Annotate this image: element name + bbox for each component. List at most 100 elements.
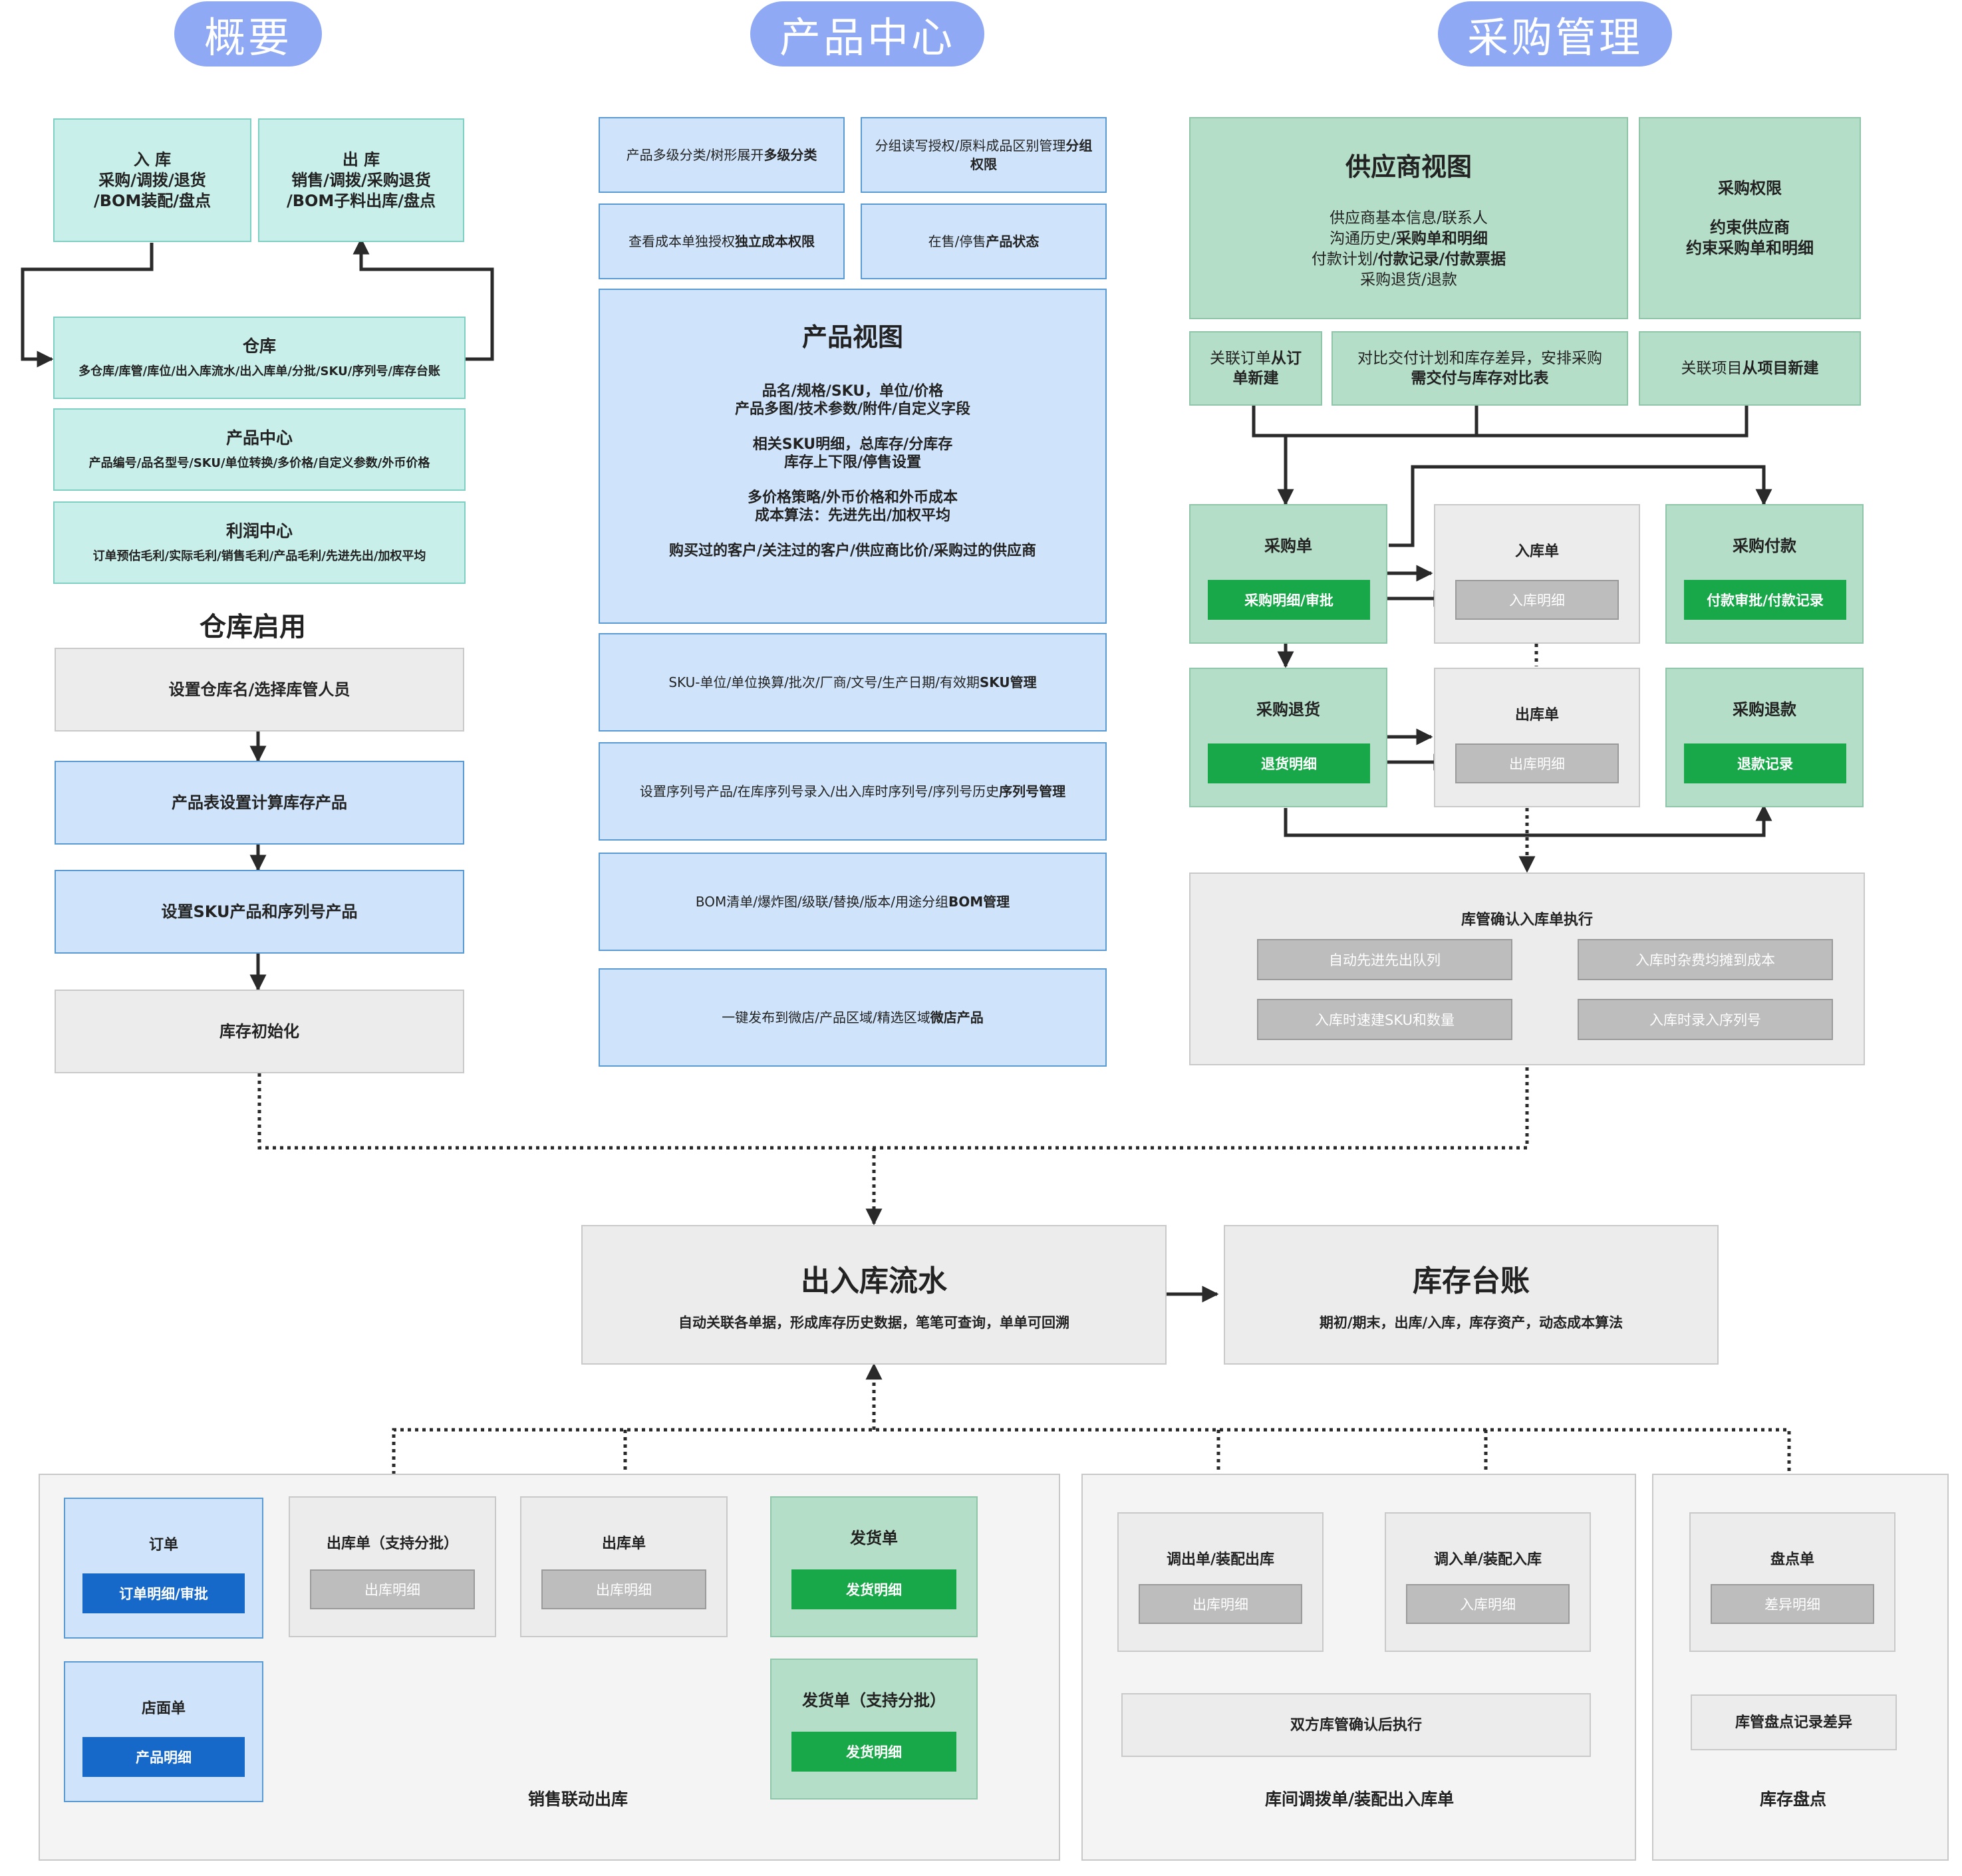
pc-f3-bold: 独立成本权限 — [735, 233, 815, 249]
overview-warehouse-box: 仓库 多仓库/库管/库位/出入库流水/出入库单/分批/SKU/序列号/库存台账 — [53, 317, 466, 399]
stocktake-sheet-card: 盘点单 — [1689, 1512, 1895, 1652]
pv-g1b: 产品多图/技术参数/附件/自定义字段 — [734, 401, 971, 418]
inbound-detail-button[interactable]: 入库明细 — [1455, 580, 1619, 620]
ledger-desc: 期初/期末，出库/入库，库存资产，动态成本算法 — [1319, 1314, 1623, 1331]
outbound-batch-card: 出库单（支持分批） — [289, 1496, 496, 1637]
pc-wechat-text: 一键发布到微店/产品区域/精选区域 — [722, 1009, 930, 1025]
flow-desc: 自动关联各单据，形成库存历史数据，笔笔可查询，单单可回溯 — [678, 1314, 1069, 1331]
outbound-line2: 销售/调拨/采购退货 — [291, 170, 431, 190]
purchase-refund-card: 采购退款 — [1665, 668, 1864, 807]
outbound-line3: /BOM子料出库/盘点 — [286, 191, 436, 210]
shipping-batch-title: 发货单（支持分批） — [802, 1691, 946, 1710]
header-product-center: 产品中心 — [750, 1, 984, 67]
inout-flow-box: 出入库流水 自动关联各单据，形成库存历史数据，笔笔可查询，单单可回溯 — [581, 1225, 1167, 1365]
overview-inbound-box: 入 库 采购/调拨/退货 /BOM装配/盘点 — [53, 118, 251, 242]
return-detail-button[interactable]: 退货明细 — [1208, 743, 1370, 783]
inbound-order-title: 入库单 — [1514, 543, 1559, 560]
enable-step-2: 产品表设置计算库存产品 — [55, 761, 464, 845]
supplier-view: 供应商视图 供应商基本信息/联系人 沟通历史/采购单和明细 付款计划/付款记录/… — [1189, 117, 1628, 319]
outbound-batch-title: 出库单（支持分批） — [326, 1536, 458, 1552]
pv-g3a: 多价格策略/外币价格和外币成本 — [747, 489, 958, 506]
purchase-order-title: 采购单 — [1264, 537, 1312, 555]
profit-desc: 订单预估毛利/实际毛利/销售毛利/产品毛利/先进先出/加权平均 — [92, 549, 426, 563]
purchase-detail-approve-button[interactable]: 采购明细/审批 — [1208, 580, 1370, 620]
enable-step-3-label: 设置SKU产品和序列号产品 — [161, 902, 358, 921]
purchase-return-title: 采购退货 — [1256, 700, 1320, 719]
enable-step-4-label: 库存初始化 — [219, 1021, 299, 1041]
purchase-order-card: 采购单 — [1189, 504, 1387, 644]
link-project-pre: 关联项目 — [1681, 360, 1743, 377]
order-title: 订单 — [148, 1537, 178, 1553]
pc-multilevel-category: 产品多级分类/树形展开多级分类 — [599, 117, 845, 193]
product-view-title: 产品视图 — [801, 323, 903, 352]
supplier-line1: 供应商基本信息/联系人 — [1330, 209, 1488, 227]
pc-bom-bold: BOM管理 — [948, 894, 1010, 910]
pc-bom-management: BOM清单/爆炸图/级联/替换/版本/用途分组BOM管理 — [599, 853, 1107, 951]
shipping-batch-detail-button[interactable]: 发货明细 — [791, 1732, 956, 1772]
pc-sku-text: SKU-单位/单位换算/批次/厂商/文号/生产日期/有效期 — [668, 674, 980, 690]
supplier-line3-bold: 付款记录/付款票据 — [1377, 250, 1506, 268]
serial-entry-button[interactable]: 入库时录入序列号 — [1578, 999, 1833, 1040]
fifo-queue-button[interactable]: 自动先进先出队列 — [1257, 939, 1512, 980]
pc-cost-permission: 查看成本单独授权独立成本权限 — [599, 203, 845, 279]
difference-detail-button[interactable]: 差异明细 — [1711, 1584, 1874, 1624]
store-order-title: 店面单 — [141, 1700, 186, 1717]
link-order-pre: 关联订单 — [1210, 350, 1271, 367]
pc-f3-text: 查看成本单独授权 — [629, 233, 735, 249]
refund-record-button[interactable]: 退款记录 — [1684, 743, 1846, 783]
sales-outbound-card: 出库单 — [520, 1496, 728, 1637]
transfer-out-card: 调出单/装配出库 — [1117, 1512, 1324, 1652]
order-card: 订单 — [64, 1498, 263, 1639]
pv-g1a: 品名/规格/SKU，单位/价格 — [762, 383, 944, 400]
purchase-permission: 采购权限 约束供应商 约束采购单和明细 — [1639, 117, 1861, 319]
transfer-out-detail-button[interactable]: 出库明细 — [1139, 1584, 1302, 1624]
supplier-line2-bold: 采购单和明细 — [1395, 229, 1488, 247]
permission-line1: 约束供应商 — [1710, 217, 1790, 237]
sales-outbound-label: 销售联动出库 — [528, 1790, 629, 1809]
pc-sku-bold: SKU管理 — [979, 674, 1037, 690]
link-order-bold2: 单新建 — [1232, 370, 1279, 387]
pc-serial-bold: 序列号管理 — [999, 783, 1066, 799]
stocktake-record-label: 库管盘点记录差异 — [1735, 1714, 1852, 1731]
purchase-payment-card: 采购付款 — [1665, 504, 1864, 644]
stocktake-record-box: 库管盘点记录差异 — [1691, 1694, 1897, 1750]
cost-allocation-button[interactable]: 入库时杂费均摊到成本 — [1578, 939, 1833, 980]
outbound-batch-detail-button[interactable]: 出库明细 — [310, 1569, 475, 1609]
pc-serial-management: 设置序列号产品/在库序列号录入/出入库时序列号/序列号历史序列号管理 — [599, 742, 1107, 841]
transfer-label: 库间调拨单/装配出入库单 — [1265, 1790, 1455, 1809]
inventory-ledger-box: 库存台账 期初/期末，出库/入库，库存资产，动态成本算法 — [1224, 1225, 1719, 1365]
inbound-line2: 采购/调拨/退货 — [98, 170, 206, 190]
enable-step-2-label: 产品表设置计算库存产品 — [172, 793, 347, 812]
overview-profit-box: 利润中心 订单预估毛利/实际毛利/销售毛利/产品毛利/先进先出/加权平均 — [53, 501, 466, 584]
store-product-detail-button[interactable]: 产品明细 — [82, 1737, 245, 1777]
pc-f1-text: 产品多级分类/树形展开 — [626, 147, 764, 163]
payment-approve-record-button[interactable]: 付款审批/付款记录 — [1684, 580, 1846, 620]
pv-g2b: 库存上下限/停售设置 — [783, 454, 922, 471]
link-order-new: 关联订单从订 单新建 — [1189, 331, 1322, 406]
link-project-new: 关联项目从项目新建 — [1639, 331, 1861, 406]
pc-wechat-store: 一键发布到微店/产品区域/精选区域微店产品 — [599, 968, 1107, 1067]
shipping-detail-button[interactable]: 发货明细 — [791, 1569, 956, 1609]
supplier-line4: 采购退货/退款 — [1360, 271, 1457, 289]
permission-title: 采购权限 — [1718, 178, 1782, 198]
transfer-in-detail-button[interactable]: 入库明细 — [1406, 1584, 1570, 1624]
link-order-bold1: 从订 — [1271, 350, 1302, 367]
quick-sku-button[interactable]: 入库时速建SKU和数量 — [1257, 999, 1512, 1040]
enable-step-4: 库存初始化 — [55, 990, 464, 1073]
outbound-detail-button[interactable]: 出库明细 — [1455, 743, 1619, 783]
header-purchase-management: 采购管理 — [1438, 1, 1672, 67]
pc-f2-text: 分组读写授权/原料成品区别管理 — [875, 138, 1066, 154]
pc-serial-text: 设置序列号产品/在库序列号录入/出入库时序列号/序列号历史 — [639, 783, 1000, 799]
purchase-payment-title: 采购付款 — [1733, 537, 1796, 555]
enable-step-1-label: 设置仓库名/选择库管人员 — [168, 680, 350, 699]
pv-g4: 购买过的客户/关注过的客户/供应商比价/采购过的供应商 — [668, 543, 1037, 559]
sales-outbound-detail-button[interactable]: 出库明细 — [541, 1569, 706, 1609]
warehouse-enable-title: 仓库启用 — [200, 612, 306, 642]
warehouse-desc: 多仓库/库管/库位/出入库流水/出入库单/分批/SKU/序列号/库存台账 — [78, 364, 440, 378]
product-title: 产品中心 — [225, 428, 293, 448]
pv-g2a: 相关SKU明细，总库存/分库存 — [752, 436, 953, 453]
compare-line2: 需交付与库存对比表 — [1411, 370, 1549, 387]
shipping-card: 发货单 — [770, 1496, 978, 1637]
order-detail-approve-button[interactable]: 订单明细/审批 — [82, 1573, 245, 1613]
supplier-line3-pre: 付款计划/ — [1311, 250, 1378, 268]
